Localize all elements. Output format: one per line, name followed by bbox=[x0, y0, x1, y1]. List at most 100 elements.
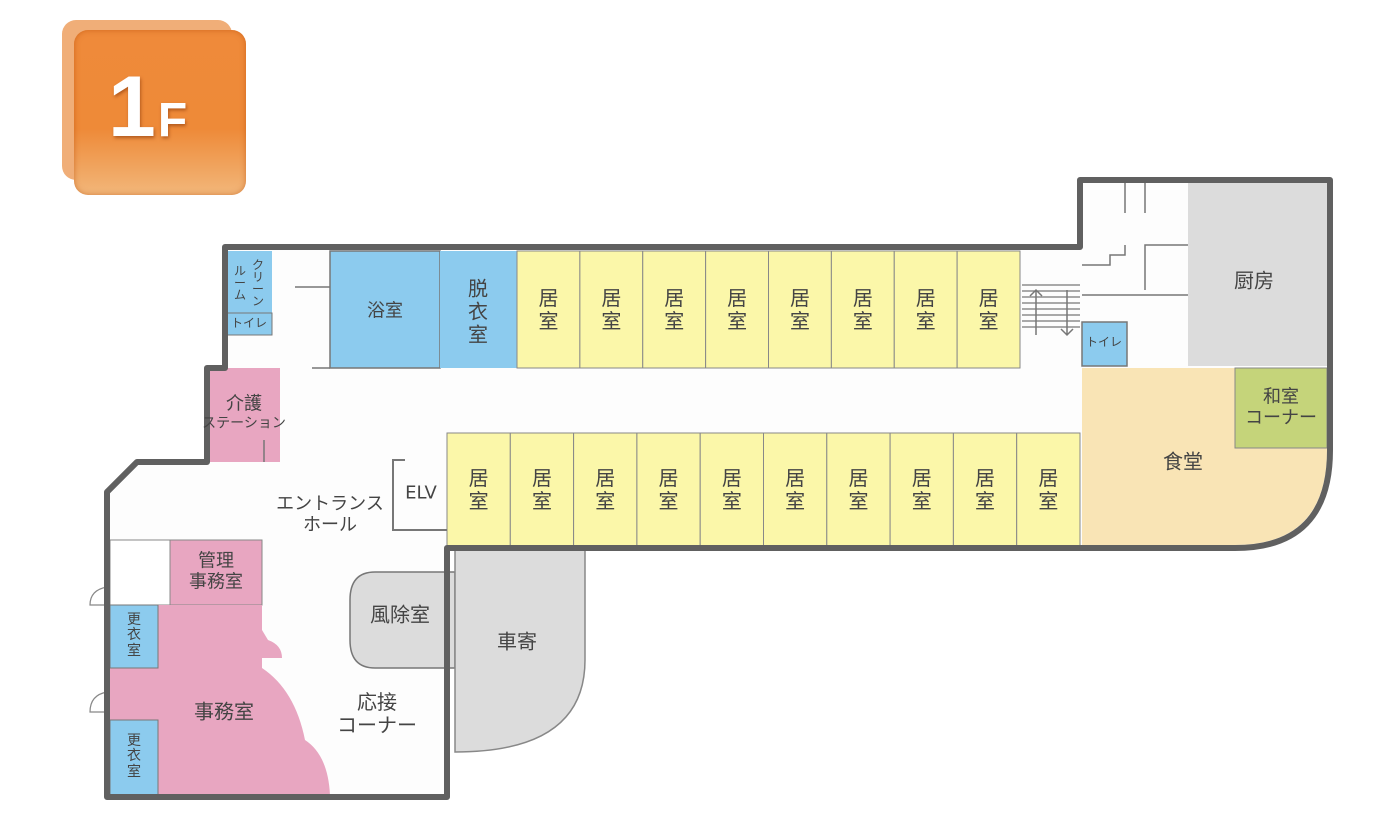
toilet-left-label: トイレ bbox=[230, 316, 268, 331]
room-label-text: ー bbox=[251, 282, 265, 296]
porch-area bbox=[454, 549, 586, 753]
partitions bbox=[263, 183, 1188, 462]
bottom-living-room-7 bbox=[826, 432, 891, 547]
room-label-text: 衣 bbox=[127, 627, 141, 644]
room-label-text: 応接 bbox=[357, 690, 397, 714]
living-room-label: 居室 bbox=[979, 286, 999, 333]
admin-office-label: 管理事務室 bbox=[189, 551, 243, 592]
room-label-text: 居 bbox=[727, 285, 748, 310]
room-label-text: 更 bbox=[127, 732, 141, 749]
room-label-text: 室 bbox=[852, 308, 873, 333]
room-label-text: ン bbox=[251, 294, 265, 308]
room-label-text: ステーション bbox=[202, 415, 286, 432]
top-living-room-2 bbox=[579, 250, 644, 369]
room-label-text: 居 bbox=[852, 285, 873, 310]
room-label-text: ー bbox=[233, 276, 247, 290]
room-label-text: コーナー bbox=[337, 713, 417, 737]
elevator-label: ELV bbox=[405, 482, 437, 504]
room-label-text: 居 bbox=[785, 465, 806, 490]
room-label-text: 居 bbox=[664, 285, 685, 310]
clean-room-label-2: ルーム bbox=[234, 265, 246, 301]
room-label-text: 介護 bbox=[225, 393, 262, 415]
room-label-text: ム bbox=[233, 288, 247, 302]
japanese-room-label: 和室コーナー bbox=[1245, 387, 1317, 428]
room-label-text: 居 bbox=[915, 285, 936, 310]
office-label: 事務室 bbox=[194, 699, 254, 724]
top-living-room-5 bbox=[768, 250, 832, 369]
room-label-text: 室 bbox=[975, 488, 996, 513]
room-label-text: 室 bbox=[595, 488, 616, 513]
room-label-text: 更 bbox=[127, 611, 141, 628]
room-label-text: コーナー bbox=[1245, 407, 1317, 428]
room-label-text: F bbox=[157, 94, 188, 147]
room-label-text: 居 bbox=[658, 465, 679, 490]
office-room bbox=[110, 605, 330, 795]
dressing-room bbox=[440, 251, 517, 368]
bath-room bbox=[329, 250, 441, 369]
room-label-text: 居 bbox=[848, 465, 869, 490]
room-label-text: エントランス bbox=[276, 493, 384, 515]
windbreak-label: 風除室 bbox=[370, 602, 430, 627]
toilet-right-label: トイレ bbox=[1085, 335, 1123, 350]
room-label-text: 室 bbox=[531, 488, 552, 513]
outer-wall bbox=[104, 177, 1333, 800]
locker-room-2 bbox=[109, 719, 159, 796]
living-room-label: 居室 bbox=[848, 465, 869, 513]
room-label-text: 室 bbox=[1038, 488, 1059, 513]
bath-label: 浴室 bbox=[367, 300, 403, 322]
room-label-text: 衣 bbox=[468, 299, 488, 324]
elevator-shaft bbox=[392, 459, 447, 531]
room-label-text: 室 bbox=[468, 488, 489, 513]
living-room-label: 居室 bbox=[658, 465, 679, 513]
room-label-text: 居 bbox=[601, 285, 622, 310]
living-room-label: 居室 bbox=[721, 465, 742, 513]
care-station-label: 介護ステーション bbox=[202, 393, 286, 432]
entrance-hall-label: エントランスホール bbox=[276, 494, 384, 535]
room-label-text: 室 bbox=[848, 488, 869, 513]
kitchen-label: 厨房 bbox=[1234, 268, 1274, 293]
bottom-living-room-2 bbox=[509, 432, 575, 547]
room-label-text: 居 bbox=[468, 465, 489, 490]
door-swing-2 bbox=[89, 691, 108, 713]
floor-badge-label: 1F bbox=[108, 52, 187, 162]
room-label-text: リ bbox=[251, 270, 265, 284]
reception-label: 応接コーナー bbox=[337, 691, 417, 737]
floor-badge bbox=[74, 30, 246, 195]
bottom-living-room-8 bbox=[889, 432, 954, 547]
room-label-text: ル bbox=[233, 264, 247, 278]
room-label-text: 室 bbox=[727, 308, 748, 333]
windbreak-room bbox=[349, 571, 456, 669]
bottom-living-room-10 bbox=[1016, 432, 1081, 547]
room-label-text: 室 bbox=[601, 308, 622, 333]
door-swing-1 bbox=[89, 586, 108, 606]
room-label-text: 居 bbox=[538, 285, 559, 310]
living-room-label: 居室 bbox=[975, 466, 996, 513]
room-label-text: 居 bbox=[789, 285, 810, 310]
room-label-text: 室 bbox=[468, 322, 488, 347]
living-room-label: 居室 bbox=[468, 465, 489, 513]
living-room-label: 居室 bbox=[1038, 466, 1059, 513]
living-room-label: 居室 bbox=[785, 465, 806, 513]
room-label-text: 脱 bbox=[468, 276, 488, 301]
room-label-text: 管理 bbox=[198, 550, 234, 572]
bottom-living-room-5 bbox=[699, 432, 765, 547]
locker-room-2-label: 更衣室 bbox=[127, 732, 141, 780]
bottom-living-room-9 bbox=[952, 432, 1018, 547]
kitchen-room bbox=[1188, 183, 1327, 366]
living-room-label: 居室 bbox=[664, 285, 685, 333]
room-label-text: 居 bbox=[721, 465, 742, 490]
clean-room bbox=[227, 251, 272, 313]
admin-office-room bbox=[169, 539, 263, 606]
dining-label: 食堂 bbox=[1163, 449, 1203, 474]
living-room-label: 居室 bbox=[727, 285, 748, 333]
top-living-room-3 bbox=[642, 250, 707, 369]
top-living-room-1 bbox=[516, 250, 581, 369]
room-label-text: 室 bbox=[721, 488, 742, 513]
room-label-text: 居 bbox=[531, 465, 552, 490]
living-room-label: 居室 bbox=[915, 285, 936, 333]
room-label-text: 室 bbox=[785, 488, 806, 513]
room-label-text: 事務室 bbox=[189, 571, 243, 592]
living-room-label: 居室 bbox=[912, 466, 932, 513]
room-label-text: 室 bbox=[915, 308, 936, 333]
